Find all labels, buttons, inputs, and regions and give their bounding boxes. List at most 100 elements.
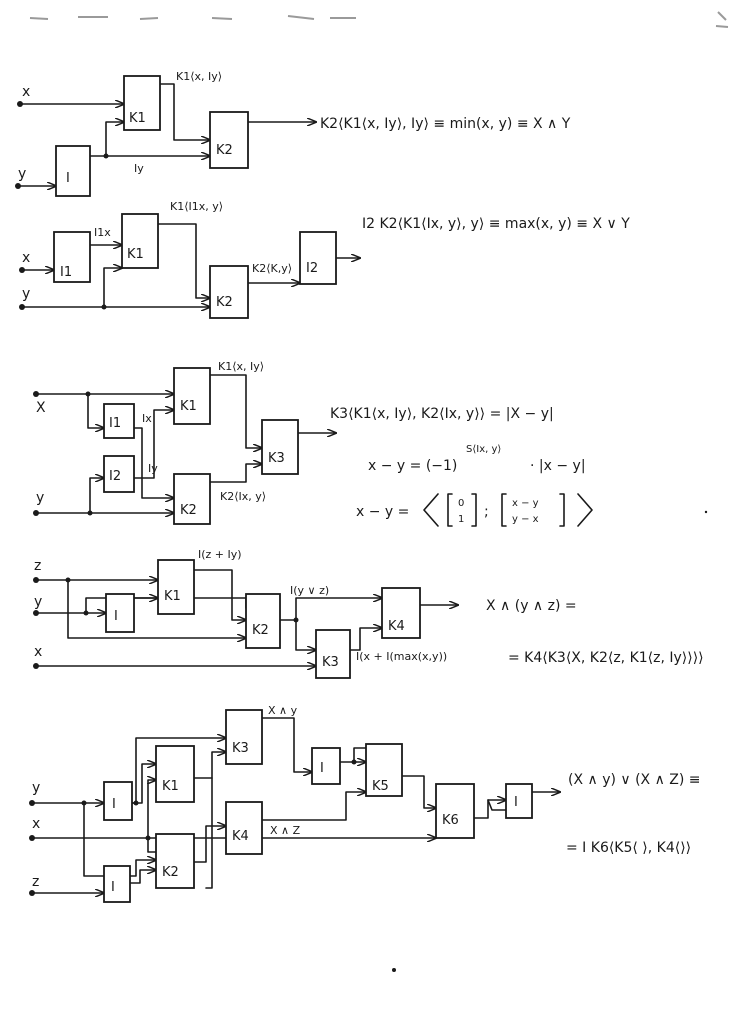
block-k1-label: K1 bbox=[180, 399, 197, 414]
input-y-label: y bbox=[36, 490, 44, 506]
matrix-bracket-1-right bbox=[471, 493, 477, 527]
block-i1 bbox=[103, 403, 135, 439]
block-i-out-label: I bbox=[514, 795, 518, 810]
matrix-bracket-2-right bbox=[559, 493, 565, 527]
block-k4-label: K4 bbox=[232, 829, 249, 844]
vector-1-bottom: 1 bbox=[458, 514, 464, 525]
block-i bbox=[55, 145, 91, 197]
block-k4 bbox=[225, 801, 263, 855]
diagram-5-distributive: y x z bbox=[29, 704, 701, 903]
block-k2 bbox=[209, 111, 249, 169]
block-i bbox=[105, 593, 135, 633]
formula-distributive-rhs: = I K6⟨K5⟨ ⟩, K4⟨⟩⟩ bbox=[566, 840, 691, 856]
block-k1 bbox=[121, 213, 159, 269]
block-k1-label: K1 bbox=[127, 247, 144, 262]
signal-k2-label: K2⟨Ix, y⟩ bbox=[220, 490, 266, 503]
signal-iy-label: Iy bbox=[148, 462, 158, 475]
stray-dot bbox=[704, 510, 708, 514]
block-i-label: I bbox=[66, 171, 70, 186]
diagram-4-and: z y x I K1 K2 K3 K4 I(z + Iy) I(y ∨ z) I… bbox=[33, 548, 704, 679]
signal-ix-label: Ix bbox=[142, 412, 152, 425]
block-i2 bbox=[103, 455, 135, 493]
formula-distributive-lhs: (X ∧ y) ∨ (X ∧ Z) ≡ bbox=[568, 772, 701, 788]
block-i-z-label: I bbox=[111, 880, 115, 895]
matrix-bracket-1-left bbox=[447, 493, 453, 527]
signal-i1x-label: I1x bbox=[94, 226, 111, 239]
diagram-1-min: x y I K1 K2 K1⟨x, Iy⟩ Iy K2⟨K1⟨x, Iy⟩, I… bbox=[15, 70, 571, 197]
block-k2 bbox=[155, 833, 195, 889]
block-i-mid-label: I bbox=[320, 761, 324, 776]
formula-min: K2⟨K1⟨x, Iy⟩, Iy⟩ ≡ min(x, y) ≡ X ∧ Y bbox=[320, 116, 571, 132]
block-k2-label: K2 bbox=[252, 623, 269, 638]
block-k2-label: K2 bbox=[216, 143, 233, 158]
signal-k1-label: I(z + Iy) bbox=[198, 548, 242, 561]
block-k3-label: K3 bbox=[322, 655, 339, 670]
signal-iy-label: Iy bbox=[134, 162, 144, 175]
block-i1-label: I1 bbox=[60, 265, 72, 280]
input-x-label: X bbox=[36, 400, 46, 416]
block-k4-label: K4 bbox=[388, 619, 405, 634]
vector-2-bottom: y − x bbox=[512, 514, 539, 525]
vector-separator: ; bbox=[484, 504, 489, 520]
formula-sign-rhs: · |x − y| bbox=[530, 458, 586, 474]
block-k3-label: K3 bbox=[268, 451, 285, 466]
formula-and-rhs: = K4⟨K3⟨X, K2⟨z, K1⟨z, Iy⟩⟩⟩⟩ bbox=[508, 650, 704, 666]
block-k6 bbox=[435, 783, 475, 839]
input-x-label: x bbox=[34, 644, 42, 660]
block-k1-label: K1 bbox=[162, 779, 179, 794]
block-k2 bbox=[209, 265, 249, 319]
block-i1-label: I1 bbox=[109, 416, 121, 431]
input-y-label: y bbox=[22, 286, 30, 302]
input-y-label: y bbox=[32, 780, 40, 796]
formula-and-lhs: X ∧ (y ∧ z) = bbox=[486, 598, 577, 614]
signal-k1-label: K1⟨I1x, y⟩ bbox=[170, 200, 223, 213]
block-i-y-label: I bbox=[112, 797, 116, 812]
block-k3-label: K3 bbox=[232, 741, 249, 756]
block-i-out bbox=[505, 783, 533, 819]
block-i2-label: I2 bbox=[306, 261, 318, 276]
block-i2 bbox=[299, 231, 337, 285]
block-k3 bbox=[315, 629, 351, 679]
block-k2-label: K2 bbox=[162, 865, 179, 880]
signal-k2-label: I(y ∨ z) bbox=[290, 584, 329, 597]
block-i1 bbox=[53, 231, 91, 283]
block-i-label: I bbox=[114, 609, 118, 624]
formula-vector-lhs: x − y = bbox=[356, 504, 409, 520]
diagram-3-abs-diff: X y I1 I2 K1 K2 K3 Ix Iy K1⟨x, Iy⟩ K2⟨Ix… bbox=[33, 360, 593, 527]
block-i-z bbox=[103, 865, 131, 903]
input-z-label: z bbox=[34, 558, 41, 574]
block-k1 bbox=[173, 367, 211, 425]
block-k5-label: K5 bbox=[372, 779, 389, 794]
block-i-mid bbox=[311, 747, 341, 785]
formula-sign-exponent: S⟨Ix, y⟩ bbox=[466, 444, 501, 455]
block-k1-label: K1 bbox=[129, 111, 146, 126]
block-k1 bbox=[157, 559, 195, 615]
block-k3 bbox=[225, 709, 263, 765]
block-k2-label: K2 bbox=[180, 503, 197, 518]
block-i2-label: I2 bbox=[109, 469, 121, 484]
block-k4 bbox=[381, 587, 421, 639]
input-x-label: x bbox=[22, 250, 30, 266]
diagram-2-max: x y I1 K1 K2 I2 I1x K1⟨I1x, y⟩ K2⟨K,y⟩ I… bbox=[19, 200, 630, 319]
formula-sign-lhs: x − y = (−1) bbox=[368, 458, 457, 474]
formula-max: I2 K2⟨K1⟨Ix, y⟩, y⟩ ≡ max(x, y) ≡ X ∨ Y bbox=[362, 216, 630, 232]
signal-k4-label: X ∧ Z bbox=[270, 824, 301, 837]
vector-2-top: x − y bbox=[512, 498, 539, 509]
input-x-label: x bbox=[32, 816, 40, 832]
block-k3 bbox=[261, 419, 299, 475]
block-k2-label: K2 bbox=[216, 295, 233, 310]
block-k1 bbox=[123, 75, 161, 131]
block-k2 bbox=[245, 593, 281, 649]
vector-1-top: 0 bbox=[458, 498, 464, 509]
stray-dot bbox=[392, 968, 396, 972]
matrix-bracket-2-left bbox=[501, 493, 507, 527]
signal-k3-label: I(x + I(max(x,y)) bbox=[356, 650, 447, 663]
signal-k1-label: K1⟨x, Iy⟩ bbox=[218, 360, 264, 373]
signal-k1-label: K1⟨x, Iy⟩ bbox=[176, 70, 222, 83]
block-k2 bbox=[173, 473, 211, 525]
input-x-label: x bbox=[22, 84, 30, 100]
block-k6-label: K6 bbox=[442, 813, 459, 828]
formula-abs: K3⟨K1⟨x, Iy⟩, K2⟨Ix, y⟩⟩ = |X − y| bbox=[330, 406, 554, 422]
angle-bracket-right bbox=[577, 493, 593, 527]
